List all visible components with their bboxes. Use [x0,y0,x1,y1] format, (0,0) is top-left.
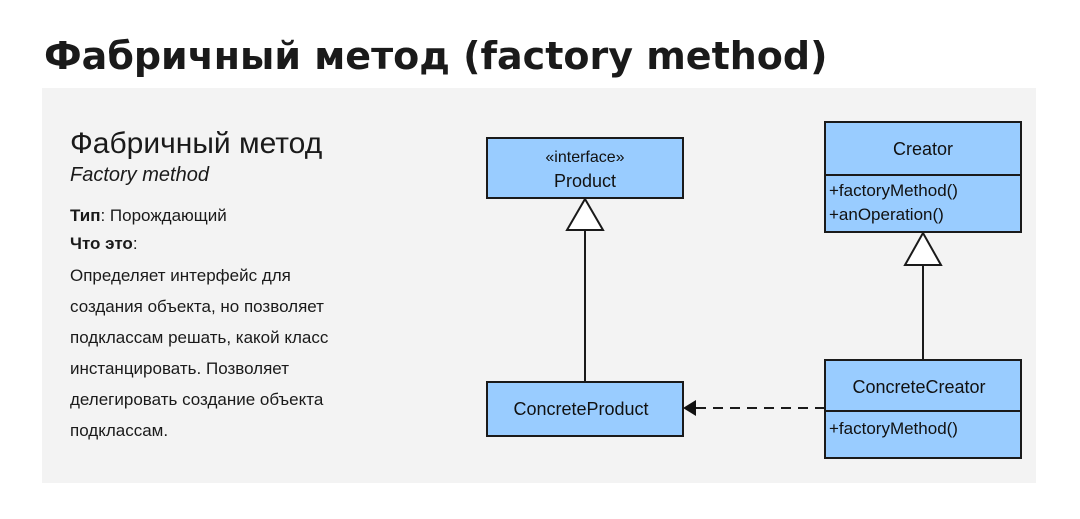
body-line: инстанцировать. Позволяет [70,359,289,378]
pattern-description: Фабричный метод Factory method Тип: Поро… [70,126,430,446]
what-row: Что это: [70,234,138,253]
type-row: Тип: Порождающий [70,206,227,225]
description-body: Определяет интерфейс для создания объект… [70,260,430,446]
creator-class-box: Creator +factoryMethod() +anOperation() [824,121,1022,233]
product-inheritance-arrowhead [565,197,605,231]
type-label: Тип [70,206,101,225]
page-title: Фабричный метод (factory method) [44,34,828,78]
what-label: Что это [70,234,133,253]
creator-method: +factoryMethod() [829,181,958,200]
creator-name: Creator [893,139,953,159]
description-subtitle: Factory method [70,164,209,186]
body-line: подклассам решать, какой класс [70,328,329,347]
body-line: создания объекта, но позволяет [70,297,324,316]
creator-inheritance-arrowhead [903,230,943,266]
body-line: подклассам. [70,421,169,440]
concrete-product-box: ConcreteProduct [486,381,684,437]
description-title: Фабричный метод [70,127,323,160]
concrete-creator-box: ConcreteCreator +factoryMethod() [824,359,1022,459]
concrete-creator-name: ConcreteCreator [852,377,985,397]
product-stereotype: «interface» [545,149,624,166]
concrete-product-name: ConcreteProduct [513,399,648,419]
dependency-arrowhead [683,400,696,416]
product-interface-box: «interface» Product [486,137,684,199]
body-line: Определяет интерфейс для [70,266,291,285]
creator-method: +anOperation() [829,205,944,224]
type-value: Порождающий [109,206,227,225]
product-name: Product [554,171,616,191]
body-line: делегировать создание объекта [70,390,324,409]
concrete-creator-method: +factoryMethod() [829,419,958,438]
